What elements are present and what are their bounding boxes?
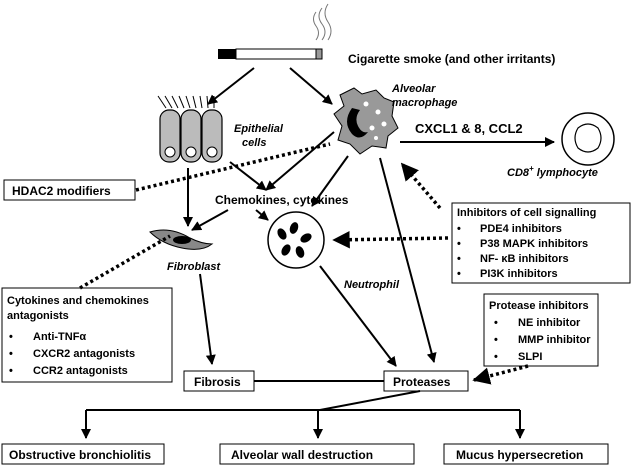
signalling-item: PI3K inhibitors [480,268,558,280]
outcome-alveolar-wall-destruction: Alveolar wall destruction [231,448,373,462]
fibrosis-label: Fibrosis [194,375,241,389]
fibroblast-label: Fibroblast [167,261,222,273]
inhibitor-arrows [79,142,529,385]
protease-item: SLPI [518,351,542,363]
protease-item: NE inhibitor [518,317,581,329]
epithelial-cells-icon [157,95,223,163]
protease-bullet: • [494,351,498,363]
hdac2-label: HDAC2 modifiers [12,184,111,198]
signalling-bullet: • [457,238,461,250]
protease-inhibitors-box [483,293,599,367]
signalling-title: Inhibitors of cell signalling [457,207,596,219]
outcome-box-alveolar [219,443,415,465]
epithelial-label-line1: Epithelial [234,123,284,135]
antagonists-item: Anti-TNFα [33,331,86,343]
hdac2-box [3,179,136,201]
outcome-mucus-hypersecretion: Mucus hypersecretion [456,448,583,462]
proteases-label: Proteases [393,375,451,389]
cd8-lymphocyte-label: CD8+ lymphocyte [507,164,598,179]
chemokines-label: Chemokines, cytokines [215,193,349,207]
signalling-bullet: • [457,223,461,235]
antagonists-title-line2: antagonists [7,310,69,322]
antagonists-bullet: • [9,365,13,377]
macrophage-label-line2: macrophage [392,97,457,109]
antagonists-box [1,287,173,383]
cigarette-icon [218,3,332,60]
signalling-bullet: • [457,253,461,265]
antagonists-title-line1: Cytokines and chemokines [7,295,149,307]
macrophage-label-line1: Alveolar [391,83,436,95]
signalling-inhibitors-box [451,202,631,284]
outcome-obstructive-bronchiolitis: Obstructive bronchiolitis [9,448,151,462]
signalling-item: PDE4 inhibitors [480,223,562,235]
pathway-arrows [81,67,555,439]
protease-bullet: • [494,334,498,346]
protease-bullet: • [494,317,498,329]
outcome-box-obstructive [1,443,165,465]
antagonists-item: CXCR2 antagonists [33,348,135,360]
signalling-item: NF- κB inhibitors [480,253,569,265]
antagonists-bullet: • [9,331,13,343]
signalling-item: P38 MAPK inhibitors [480,238,588,250]
lymphocyte-icon [561,112,615,166]
macrophage-icon [333,87,399,155]
cigarette-smoke-label: Cigarette smoke (and other irritants) [348,52,555,66]
protease-inhibitors-title: Protease inhibitors [489,300,589,312]
antagonists-bullet: • [9,348,13,360]
neutrophil-label: Neutrophil [344,279,400,291]
fibroblast-icon [149,229,214,250]
outcome-box-mucus [443,443,609,465]
antagonists-item: CCR2 antagonists [33,365,128,377]
protease-item: MMP inhibitor [518,334,591,346]
cxcl-label: CXCL1 & 8, CCL2 [415,121,523,136]
signalling-bullet: • [457,268,461,280]
neutrophil-icon [267,211,325,269]
epithelial-label-line2: cells [242,137,266,149]
